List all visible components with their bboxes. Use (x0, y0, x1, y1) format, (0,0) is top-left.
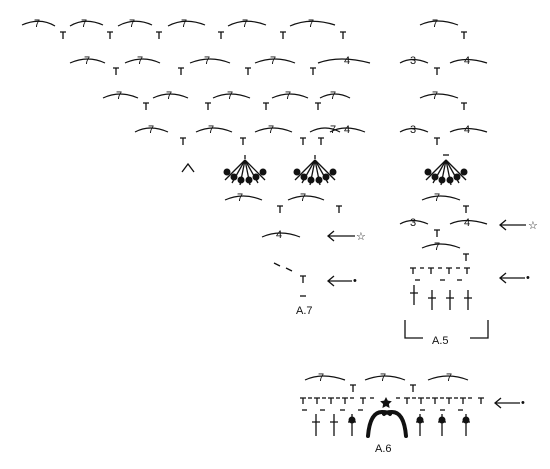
svg-text:7: 7 (204, 55, 210, 67)
svg-text:4: 4 (276, 229, 282, 241)
svg-text:7: 7 (237, 192, 243, 204)
a7-row-4: 7 7 7 7 4 (134, 124, 366, 145)
svg-text:4: 4 (344, 55, 350, 67)
shell-cluster-2 (293, 155, 337, 186)
svg-text:•: • (353, 275, 357, 287)
a5-row-6: 7 (421, 192, 469, 213)
diagram-a7: 7 7 7 7 7 7 7 7 7 7 4 7 (21, 18, 371, 317)
label-a6: A.6 (375, 443, 392, 455)
svg-text:•: • (521, 397, 525, 409)
a5-row-8: 7 (421, 241, 469, 261)
a5-row-3: 7 (419, 90, 467, 110)
repeat-bracket-a5 (404, 320, 489, 339)
svg-text:4: 4 (464, 55, 470, 67)
svg-text:7: 7 (116, 90, 122, 102)
svg-text:7: 7 (432, 18, 438, 30)
a7-row-8 (273, 262, 306, 297)
star-arrow-a7: ☆ (326, 230, 366, 243)
svg-text:7: 7 (166, 90, 172, 102)
dot-arrow-a5: • (498, 272, 530, 284)
svg-text:7: 7 (181, 18, 187, 30)
svg-text:7: 7 (227, 90, 233, 102)
svg-text:4: 4 (464, 124, 470, 136)
svg-text:7: 7 (208, 124, 214, 136)
svg-text:7: 7 (84, 55, 90, 67)
star-arrow-a5: ☆ (498, 219, 538, 232)
diagram-a5: 7 3 4 7 3 4 (399, 18, 538, 347)
svg-text:7: 7 (129, 18, 135, 30)
diagram-a6: 7 7 7 (300, 372, 525, 455)
a6-row-3 (312, 409, 470, 438)
svg-text:7: 7 (300, 192, 306, 204)
svg-text:☆: ☆ (356, 231, 366, 243)
a5-row-9 (410, 267, 470, 281)
svg-text:7: 7 (34, 18, 40, 30)
shell-cluster-a5 (424, 154, 468, 186)
svg-text:7: 7 (318, 372, 324, 384)
a7-row-6: 7 7 (224, 192, 342, 213)
svg-text:3: 3 (410, 124, 416, 136)
a7-row-2: 7 7 7 7 4 (69, 55, 371, 75)
label-a5: A.5 (432, 335, 449, 347)
svg-text:•: • (526, 272, 530, 284)
shell-cluster-1 (223, 155, 267, 186)
a5-row-7: 3 4 (399, 217, 488, 237)
svg-text:7: 7 (81, 18, 87, 30)
svg-text:7: 7 (380, 372, 386, 384)
a5-row-2: 3 4 (399, 55, 488, 75)
star-symbol (380, 397, 392, 408)
svg-text:7: 7 (434, 241, 440, 253)
dot-arrow-a7: • (326, 275, 357, 287)
svg-text:7: 7 (446, 372, 452, 384)
a6-row-1: 7 7 7 (304, 372, 469, 392)
svg-text:7: 7 (330, 90, 336, 102)
a5-row-4: 3 4 (399, 124, 488, 145)
svg-text:7: 7 (148, 124, 154, 136)
svg-text:7: 7 (308, 18, 314, 30)
label-a7: A.7 (296, 305, 313, 317)
a7-row-1: 7 7 7 7 7 7 (21, 18, 346, 39)
svg-text:7: 7 (432, 90, 438, 102)
a7-row-5 (181, 155, 337, 186)
dot-arrow-a6: • (493, 397, 525, 409)
svg-text:3: 3 (410, 55, 416, 67)
svg-text:4: 4 (464, 217, 470, 229)
svg-text:7: 7 (242, 18, 248, 30)
a6-row-2 (300, 397, 484, 411)
svg-text:7: 7 (285, 90, 291, 102)
svg-text:7: 7 (270, 55, 276, 67)
svg-text:3: 3 (410, 217, 416, 229)
svg-text:7: 7 (268, 124, 274, 136)
a7-row-7: 4 (261, 229, 301, 241)
svg-text:7: 7 (434, 192, 440, 204)
svg-text:☆: ☆ (528, 220, 538, 232)
svg-text:7: 7 (137, 55, 143, 67)
a5-row-1: 7 (419, 18, 467, 39)
svg-text:4: 4 (344, 124, 350, 136)
a7-row-3: 7 7 7 7 7 (102, 90, 351, 110)
a5-row-10 (410, 285, 472, 310)
